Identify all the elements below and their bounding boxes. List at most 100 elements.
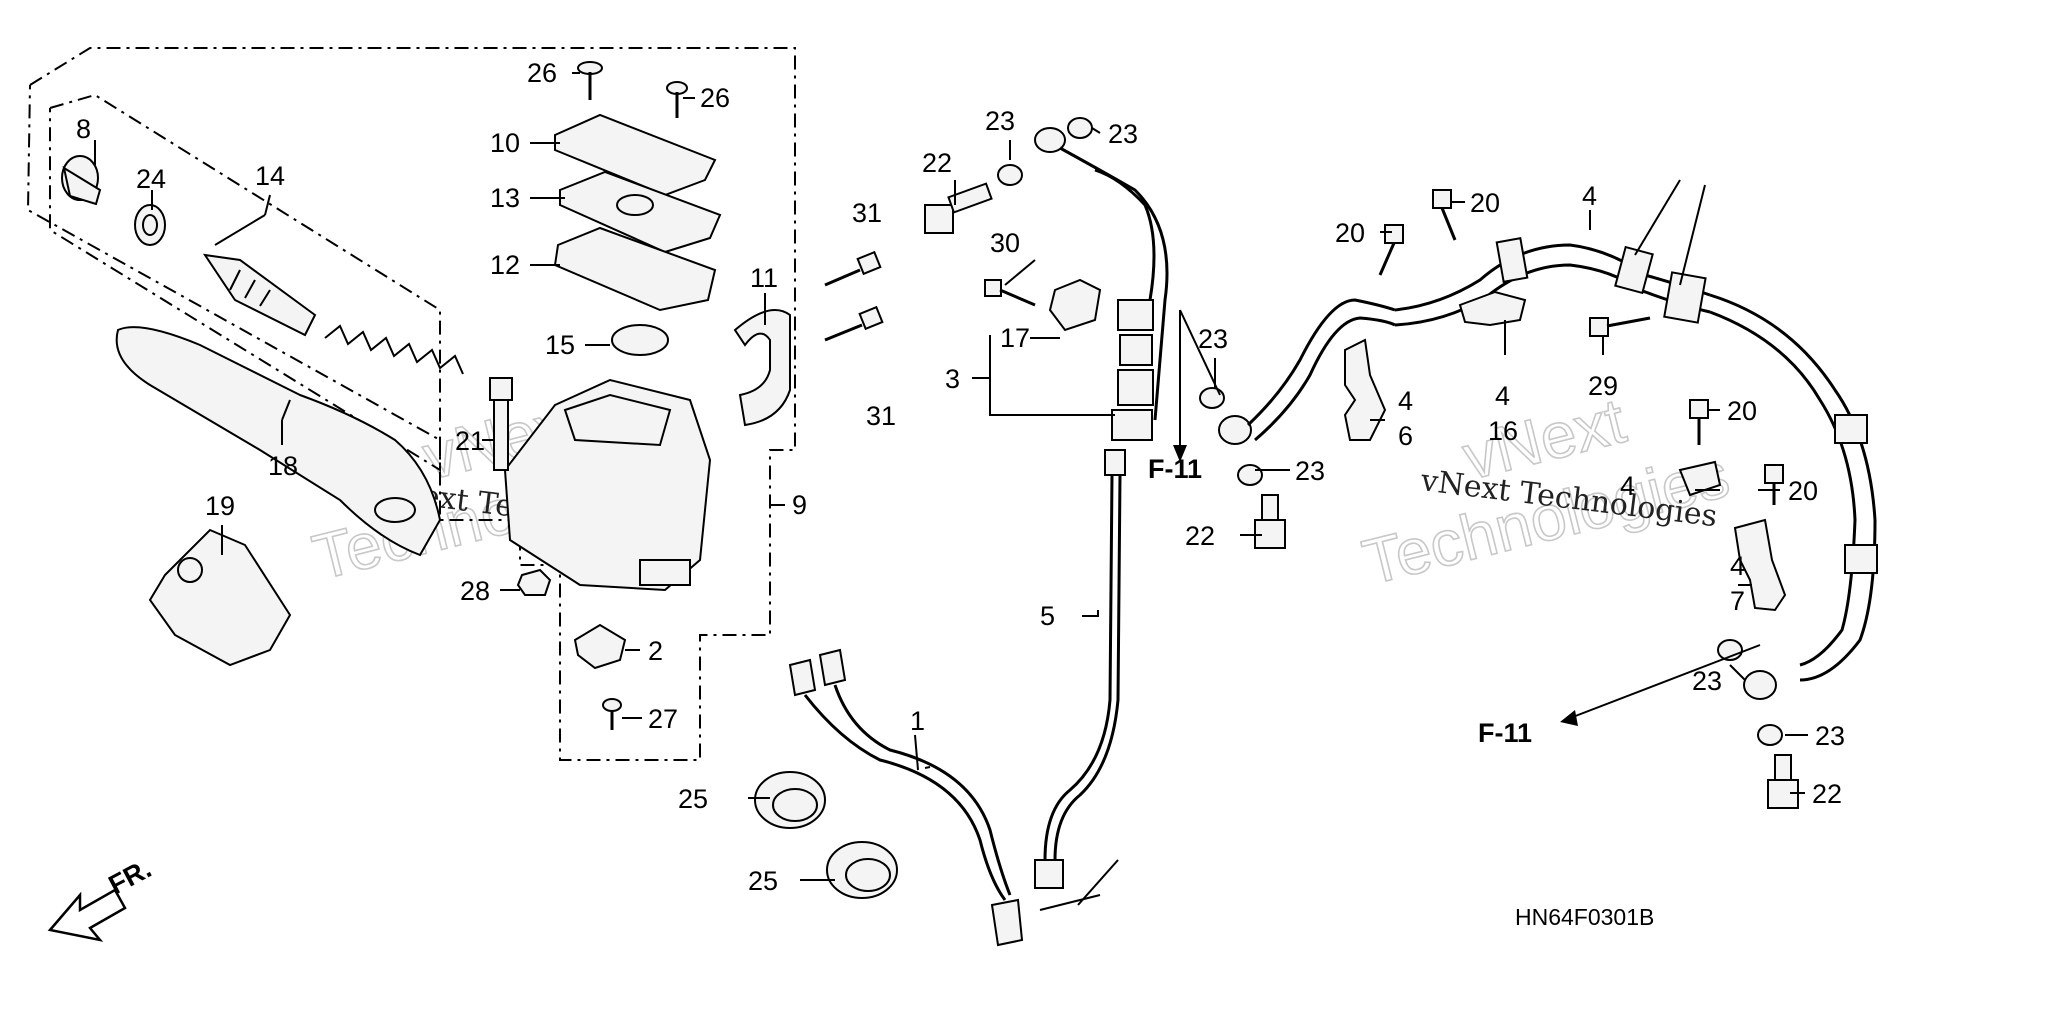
bolt-20c xyxy=(1689,399,1709,445)
bolt-20b xyxy=(1432,189,1457,241)
callout-27: 27 xyxy=(648,704,678,734)
callout-4-clamp6: 4 xyxy=(1398,386,1413,416)
callout-23-lower-right: 23 xyxy=(1815,721,1845,751)
callout-31-upper: 31 xyxy=(852,198,882,228)
clamp-25b xyxy=(826,841,898,899)
banjo-bolt-22b xyxy=(1254,494,1286,549)
watermark-right: vNext Technologies vNext Technologies xyxy=(1355,383,1737,599)
clamp-6 xyxy=(1343,338,1387,441)
callout-5: 5 xyxy=(1040,601,1055,631)
callout-26-upper-left: 26 xyxy=(527,58,557,88)
callout-4-clamp7: 4 xyxy=(1730,551,1745,581)
reference-f11-upper: F-11 xyxy=(1148,454,1202,484)
callout-20-lower-right: 20 xyxy=(1788,476,1818,506)
callout-4-top: 4 xyxy=(1582,181,1597,211)
callout-24: 24 xyxy=(136,164,166,194)
upper-brake-hose xyxy=(1034,127,1169,441)
spring-part xyxy=(324,324,464,375)
washer-23c xyxy=(1199,387,1225,409)
callout-23-lower-left: 23 xyxy=(1692,666,1722,696)
callout-9: 9 xyxy=(792,490,807,520)
callout-20-right: 20 xyxy=(1727,396,1757,426)
brake-lever-part xyxy=(115,326,442,557)
washer-23d xyxy=(1237,464,1263,486)
brake-pipe xyxy=(1034,449,1126,889)
washer-23f xyxy=(1757,724,1783,746)
diagram-code: HN64F0301B xyxy=(1515,904,1654,930)
callout-30: 30 xyxy=(990,228,1020,258)
reservoir-cover-part xyxy=(554,113,717,197)
callout-18: 18 xyxy=(268,451,298,481)
callout-6: 6 xyxy=(1398,421,1413,451)
callout-23-mid-upper: 23 xyxy=(1198,324,1228,354)
pivot-bolt-part xyxy=(489,377,513,471)
callout-14: 14 xyxy=(255,161,285,191)
bolt-20d xyxy=(1764,464,1784,505)
front-direction-arrow-icon: FR. xyxy=(47,853,156,942)
callout-26-upper-right: 26 xyxy=(700,83,730,113)
screw-26b xyxy=(666,81,688,118)
diaphragm-plate-part xyxy=(559,170,722,254)
callout-13: 13 xyxy=(490,183,520,213)
callout-17: 17 xyxy=(1000,323,1030,353)
lever-cover-part xyxy=(148,528,292,667)
circlip-part xyxy=(134,204,166,246)
callout-8: 8 xyxy=(76,114,91,144)
callout-7: 7 xyxy=(1730,586,1745,616)
sensor-harness xyxy=(788,648,1024,947)
bolt-30 xyxy=(984,279,1036,307)
callout-25-lower: 25 xyxy=(748,866,778,896)
callout-20-upper: 20 xyxy=(1470,188,1500,218)
callout-28: 28 xyxy=(460,576,490,606)
screw-26a xyxy=(577,61,603,100)
callout-16: 16 xyxy=(1488,416,1518,446)
bolt-20a xyxy=(1378,224,1404,276)
banjo-bolt-22a xyxy=(924,182,993,234)
boot-part xyxy=(61,155,102,206)
callout-22-mid: 22 xyxy=(1185,521,1215,551)
callout-4-small-bracket: 4 xyxy=(1620,471,1635,501)
bolt-29 xyxy=(1589,316,1651,337)
callout-1: 1 xyxy=(910,706,925,736)
ref-arrow-2 xyxy=(1560,644,1761,726)
clamp-25a xyxy=(754,771,826,829)
float-part xyxy=(611,324,669,356)
front-brake-hose xyxy=(1218,237,1878,700)
callout-21: 21 xyxy=(455,426,485,456)
piston-kit-boundary xyxy=(49,93,441,472)
banjo-bolt-22c xyxy=(1767,754,1799,809)
bolt-31b xyxy=(824,305,884,342)
reference-f11-lower: F-11 xyxy=(1478,718,1532,748)
callout-23-upper-left: 23 xyxy=(985,106,1015,136)
screw-27 xyxy=(602,698,622,730)
clamp-small xyxy=(1678,460,1722,497)
nut-part xyxy=(516,568,552,596)
bolt-31a xyxy=(824,250,882,287)
callout-22-lower: 22 xyxy=(1812,779,1842,809)
clamp-16 xyxy=(1458,290,1527,327)
callout-23-upper-right: 23 xyxy=(1108,119,1138,149)
piston-part xyxy=(202,253,317,337)
callout-2: 2 xyxy=(648,636,663,666)
callout-numbers: 8 24 14 18 19 26 26 10 13 12 15 21 28 2 … xyxy=(76,58,1845,896)
callout-15: 15 xyxy=(545,330,575,360)
leader-lines xyxy=(94,72,1808,911)
holder-part xyxy=(733,309,791,427)
callout-12: 12 xyxy=(490,250,520,280)
callout-25-upper: 25 xyxy=(678,784,708,814)
callout-22-upper: 22 xyxy=(922,148,952,178)
master-cylinder-body xyxy=(503,378,712,592)
assembly-boundary xyxy=(26,47,796,761)
washer-23a xyxy=(997,164,1023,186)
callout-3: 3 xyxy=(945,364,960,394)
callout-20-left: 20 xyxy=(1335,218,1365,248)
callout-4-clamp16: 4 xyxy=(1495,381,1510,411)
ref-arrow-1 xyxy=(1173,309,1221,462)
callout-11: 11 xyxy=(750,263,778,293)
switch-part xyxy=(573,623,627,670)
clamp-7 xyxy=(1733,518,1787,612)
callout-10: 10 xyxy=(490,128,520,158)
clamp-part xyxy=(1048,278,1102,332)
callout-23-mid-lower: 23 xyxy=(1295,456,1325,486)
